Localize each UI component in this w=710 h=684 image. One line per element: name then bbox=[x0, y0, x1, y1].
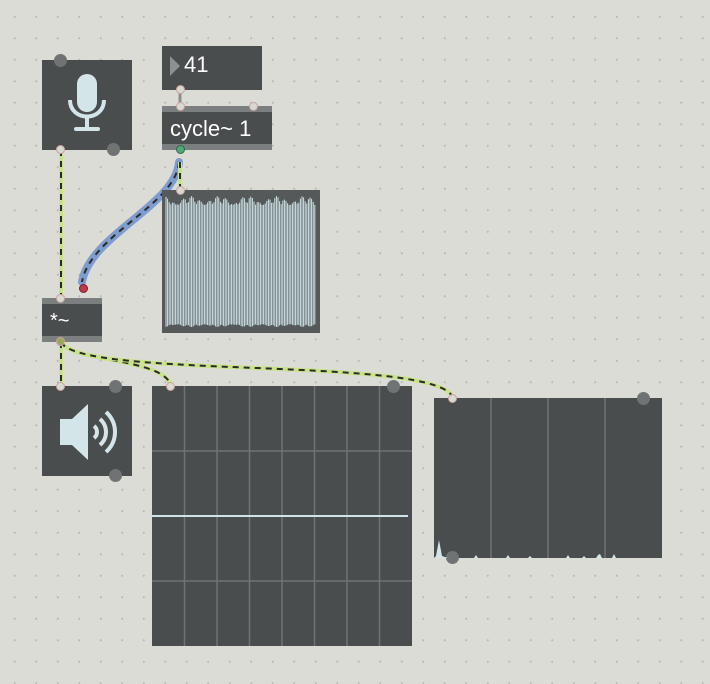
cycle-object-label: cycle~ 1 bbox=[170, 116, 252, 141]
cycle-left-inlet[interactable] bbox=[176, 102, 185, 111]
waveform-path bbox=[165, 196, 316, 327]
multiply-object[interactable]: *~ bbox=[42, 284, 102, 346]
multiply-right-inlet[interactable] bbox=[79, 284, 88, 293]
corner-dot bbox=[54, 54, 67, 67]
waveform-scope[interactable] bbox=[162, 186, 320, 333]
speaker-output-object[interactable] bbox=[42, 380, 132, 482]
cord-cycle-to-multiply[interactable] bbox=[78, 158, 183, 286]
spectrum-display[interactable] bbox=[434, 392, 662, 564]
cycle-right-inlet[interactable] bbox=[249, 102, 258, 111]
spectrum-inlet[interactable] bbox=[448, 394, 457, 403]
mic-outlet[interactable] bbox=[56, 145, 65, 154]
corner-dot bbox=[109, 380, 122, 393]
mic-input-object[interactable] bbox=[42, 54, 132, 156]
scope-grid-inlet[interactable] bbox=[166, 382, 175, 391]
corner-dot bbox=[387, 380, 400, 393]
spectrum-trace bbox=[434, 398, 662, 558]
scope-grid bbox=[152, 386, 412, 646]
speaker-inlet[interactable] bbox=[56, 382, 65, 391]
corner-dot bbox=[637, 392, 650, 405]
corner-dot bbox=[446, 551, 459, 564]
number-box[interactable]: 41 bbox=[162, 46, 262, 94]
cycle-object[interactable]: cycle~ 1 bbox=[162, 102, 272, 154]
number-triangle-icon bbox=[170, 56, 180, 76]
corner-dot bbox=[109, 469, 122, 482]
scope-grid-panel[interactable] bbox=[152, 380, 412, 646]
cycle-outlet[interactable] bbox=[176, 145, 185, 154]
multiply-outlet[interactable] bbox=[56, 337, 65, 346]
waveform-trace bbox=[165, 196, 316, 327]
speaker-icon bbox=[60, 404, 117, 460]
scope-inlet[interactable] bbox=[176, 186, 185, 195]
multiply-left-inlet[interactable] bbox=[56, 294, 65, 303]
microphone-icon bbox=[68, 74, 106, 131]
corner-dot bbox=[107, 143, 120, 156]
multiply-object-label: *~ bbox=[50, 310, 70, 332]
cord-multiply-to-spectrum[interactable] bbox=[59, 340, 455, 400]
number-value: 41 bbox=[184, 52, 209, 77]
number-outlet[interactable] bbox=[176, 85, 185, 94]
